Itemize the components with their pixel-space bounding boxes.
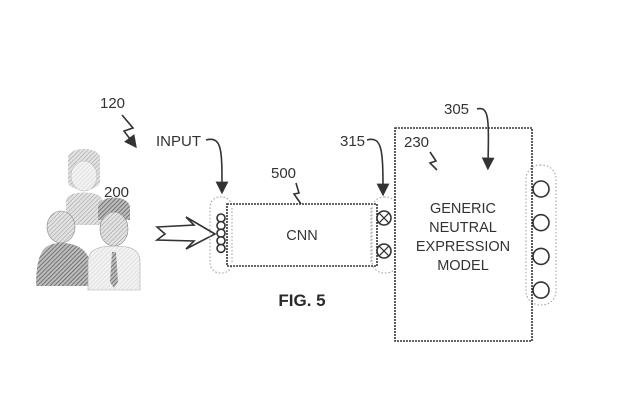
output-node-crossed-icon — [376, 243, 392, 259]
figure-ref-squiggle-icon — [121, 114, 137, 149]
output-layer-ref-label: 315 — [340, 133, 365, 150]
people-ref-label: 200 — [104, 184, 129, 201]
model-output-node — [532, 247, 550, 266]
model-ref-label: 230 — [404, 134, 429, 151]
model-label-line-4: MODEL — [437, 258, 489, 274]
people-group-icon — [36, 149, 141, 291]
input-node — [216, 213, 226, 223]
output-nodes — [376, 210, 392, 259]
model-label-line-1: GENERIC — [430, 201, 496, 217]
model-ref-squiggle-icon — [428, 151, 438, 171]
model-pointer-arrow-icon — [476, 107, 495, 171]
model-nodes — [532, 180, 550, 299]
figure-ref-label: 120 — [100, 95, 125, 112]
model-output-node — [532, 180, 550, 198]
cnn-box — [226, 203, 378, 267]
input-node — [216, 228, 226, 238]
output-layer-pointer-arrow-icon — [366, 138, 390, 197]
model-output-outline — [525, 164, 557, 306]
model-output-node — [532, 213, 550, 232]
input-node — [216, 243, 226, 254]
figure-caption: FIG. 5 — [278, 291, 325, 310]
cnn-ref-squiggle-icon — [292, 182, 302, 205]
cnn-ref-label: 500 — [271, 165, 296, 182]
input-pointer-arrow-icon — [205, 138, 229, 195]
model-output-node — [532, 281, 550, 299]
output-node-crossed-icon — [376, 210, 392, 226]
input-arrow-icon — [154, 216, 217, 250]
model-box — [394, 127, 533, 342]
input-nodes — [216, 213, 226, 254]
model-label-line-3: EXPRESSION — [416, 239, 510, 255]
input-label: INPUT — [156, 133, 201, 150]
model-arrow-ref-label: 305 — [444, 101, 469, 118]
model-label-line-2: NEUTRAL — [429, 220, 497, 236]
cnn-label: CNN — [286, 228, 317, 244]
